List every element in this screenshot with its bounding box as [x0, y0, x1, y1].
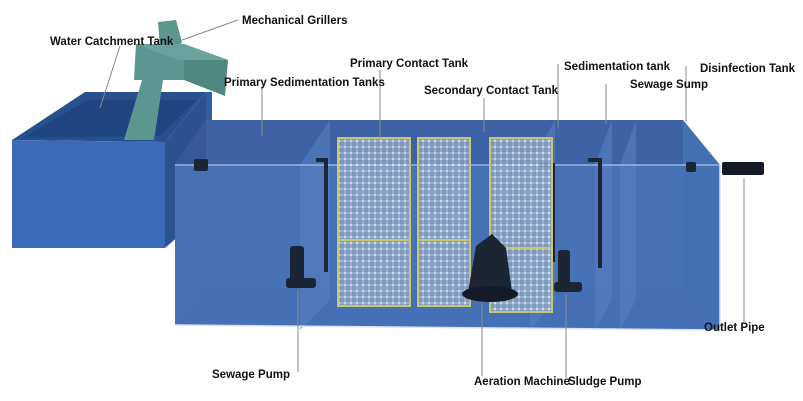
aeration-machine [462, 234, 518, 302]
sludge-pump [554, 250, 582, 292]
labels: Water Catchment Tank Mechanical Grillers… [50, 15, 796, 388]
sludge-pump-riser-2 [588, 158, 602, 268]
mechanical-griller [124, 20, 228, 140]
label-secondary-contact-tank: Secondary Contact Tank [424, 85, 559, 97]
inlet-pipe [194, 159, 208, 171]
sewage-pump-base [286, 278, 316, 288]
label-water-catchment-tank: Water Catchment Tank [50, 36, 174, 48]
front-floor-line [174, 324, 721, 331]
label-sewage-pump: Sewage Pump [212, 369, 290, 381]
label-sedimentation-tank: Sedimentation tank [564, 61, 671, 73]
tank-right-wall [683, 120, 720, 330]
sewage-pump [286, 246, 316, 288]
primary-contact-media [337, 137, 471, 307]
leader-mechanical-grillers [181, 19, 239, 41]
label-sewage-sump: Sewage Sump [630, 79, 708, 91]
catchment-front [12, 140, 165, 248]
disinfection-pipe-end [686, 162, 696, 172]
sludge-pump-base [554, 282, 582, 292]
griller-top [136, 44, 228, 60]
aeration-machine-body [468, 234, 512, 292]
griller-hood [158, 20, 182, 48]
media-frame-1 [337, 137, 411, 307]
leader-water-catchment [99, 45, 121, 109]
media-frame-2 [417, 137, 471, 307]
label-outlet-pipe: Outlet Pipe [704, 322, 765, 334]
label-aeration-machine: Aeration Machine [474, 376, 570, 388]
sludge-pump-body [558, 250, 570, 284]
label-disinfection-tank: Disinfection Tank [700, 63, 796, 75]
label-primary-contact-tank: Primary Contact Tank [350, 58, 469, 70]
aeration-machine-base [462, 286, 518, 302]
label-primary-sedimentation-tanks: Primary Sedimentation Tanks [224, 77, 385, 89]
leader-lines [99, 19, 745, 378]
label-mechanical-grillers: Mechanical Grillers [242, 15, 347, 27]
divider-1 [300, 120, 330, 330]
sewage-pump-body [290, 246, 304, 282]
outlet-pipe [722, 162, 764, 175]
divider-4 [620, 120, 636, 330]
griller-chute [124, 44, 184, 140]
label-sludge-pump: Sludge Pump [568, 376, 641, 388]
sewage-pump-riser [316, 158, 328, 272]
